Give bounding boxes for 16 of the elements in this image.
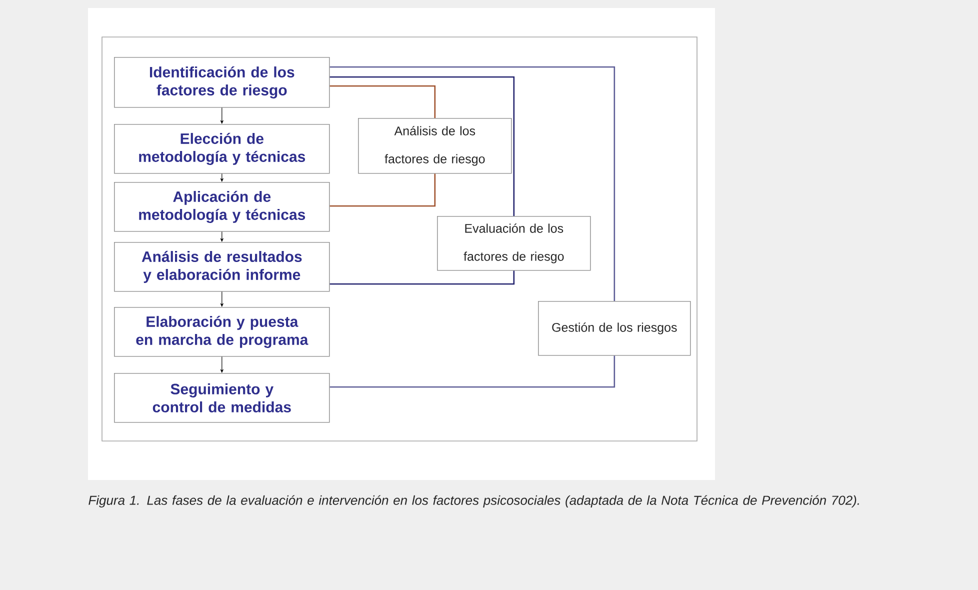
connector-line <box>330 270 515 285</box>
figure-caption: Figura 1. Las fases de la evaluación e intervención en los factores psicosociales (adaptada de la Nota Técnica de Prevención 702). <box>88 495 859 508</box>
step-box: Elección de metodología y técnicas <box>114 124 330 174</box>
step-box: Seguimiento y control de medidas <box>114 373 330 423</box>
connector-line <box>330 76 515 216</box>
step-box: Aplicación de metodología y técnicas <box>114 182 330 232</box>
phase-box: Evaluación de los factores de riesgo <box>437 216 591 271</box>
step-box: Identificación de los factores de riesgo <box>114 57 330 108</box>
step-box: Análisis de resultados y elaboración informe <box>114 242 330 292</box>
phase-box: Gestión de los riesgos <box>538 301 691 356</box>
connector-line <box>330 85 436 118</box>
phase-box: Análisis de los factores de riesgo <box>358 118 512 174</box>
connector-line <box>330 356 616 388</box>
connector-line <box>330 66 616 301</box>
step-box: Elaboración y puesta en marcha de programa <box>114 307 330 357</box>
connector-line <box>330 174 436 207</box>
